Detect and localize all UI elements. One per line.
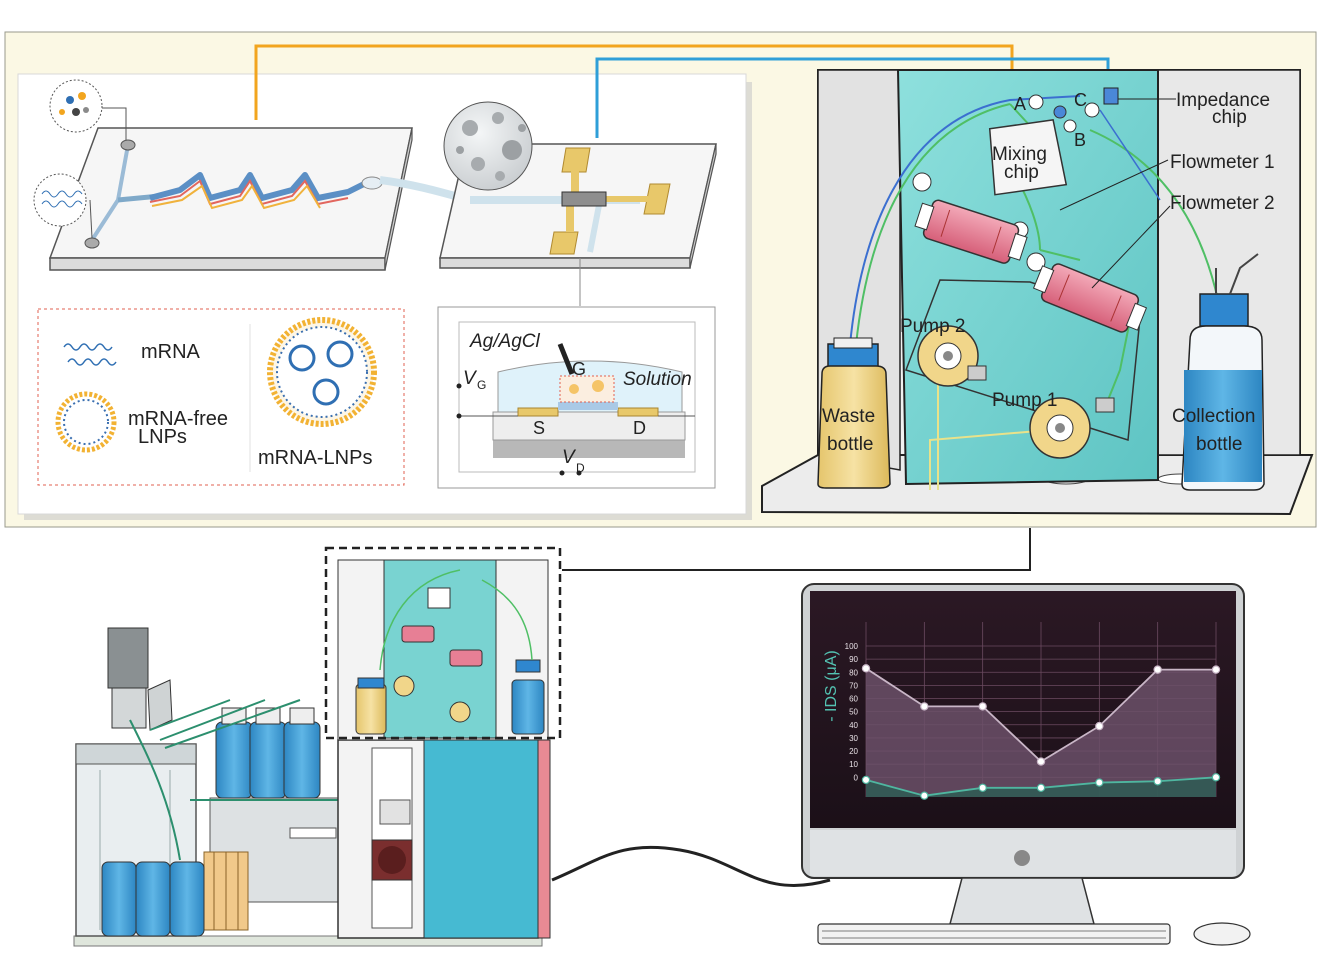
impedance-chip-label-line1: Impedance [1176,90,1270,111]
vg-subscript: G [477,378,486,392]
instrument-detail-view [761,69,1314,516]
ids-line-chart: 0 10 20 30 40 50 60 70 80 90 100 [845,622,1221,800]
chart-y-axis-label: - IDS (μA) [823,650,840,721]
vd-subscript: D [576,461,585,475]
transistor-cross-section [437,306,716,489]
pump-1-label: Pump 1 [992,390,1057,411]
series-2-point [861,775,871,785]
waste-bottle-label-line1: Waste [822,406,875,427]
computer-monitor [801,583,1251,946]
y-tick-label: 60 [849,695,858,704]
mouse [1193,922,1251,946]
port-a-label: A [1014,94,1026,114]
y-tick-label: 80 [849,668,858,677]
solution-label: Solution [623,369,692,390]
bioreactor-system-illustration [73,627,543,947]
port-b-label: B [1074,130,1086,150]
impedance-chip-label-line2: chip [1212,107,1247,128]
waste-bottle-label-line2: bottle [827,434,873,455]
y-tick-label: 30 [849,734,858,743]
drain-label: D [633,418,646,438]
apple-logo-icon [1014,850,1030,866]
pump-2-label: Pump 2 [900,316,965,337]
y-tick-label: 70 [849,681,858,690]
source-label: S [533,418,545,438]
series-2-point [978,783,987,793]
mixing-chip-label-line1: Mixing [992,144,1047,165]
series-1-point [978,702,987,711]
series-1-point [1211,665,1221,674]
legend-mrna-free-lnps-line2: LNPs [138,426,187,448]
y-tick-label: 100 [845,642,859,651]
series-1-point [1036,757,1046,766]
series-1-point [1153,665,1162,674]
series-2-point [1036,783,1046,793]
flowmeter-2-label: Flowmeter 2 [1170,193,1275,214]
flowmeter-1-label: Flowmeter 1 [1170,152,1275,173]
series-2-point [1095,778,1104,787]
gate-label: G [572,359,586,379]
y-tick-label: 20 [849,747,858,756]
collection-bottle-label-line2: bottle [1196,434,1242,455]
chart-points [861,664,1221,800]
legend-mrna-lnps-label: mRNA-LNPs [258,447,372,469]
y-tick-label: 10 [849,760,858,769]
series-1-point [920,702,929,711]
legend-mrna-label: mRNA [141,341,201,363]
y-tick-label: 0 [854,773,859,782]
series-2-point [920,791,929,800]
chart-y-tick-labels: 0 10 20 30 40 50 60 70 80 90 100 [845,642,859,782]
impedance-chip-illustration [439,101,717,306]
vd-symbol: V [562,447,577,468]
collection-bottle-label-line1: Collection [1172,406,1255,427]
zoom-connector-line [562,528,1031,571]
instrument-cabinet-illustration [337,559,551,939]
ag-agcl-electrode-label: Ag/AgCl [469,331,540,352]
zoom-dashed-box [324,546,562,740]
legend-mrna-free-lnps-line1: mRNA-free [128,408,228,430]
y-tick-label: 40 [849,721,858,730]
series-1-point [1095,721,1104,731]
port-c-label: C [1074,90,1087,110]
series-1-area [866,668,1216,797]
particle-legend-box [37,308,405,486]
microfluidic-mixing-chip-illustration [33,79,471,271]
monitor-cable [551,845,831,887]
mixing-chip-label-line2: chip [1004,162,1039,183]
keyboard [817,923,1171,945]
series-2-point [1153,777,1162,786]
series-2-point [1211,773,1221,782]
y-tick-label: 50 [849,708,858,717]
y-tick-label: 90 [849,655,858,664]
series-1-point [861,664,871,673]
vg-symbol: V [463,368,478,389]
